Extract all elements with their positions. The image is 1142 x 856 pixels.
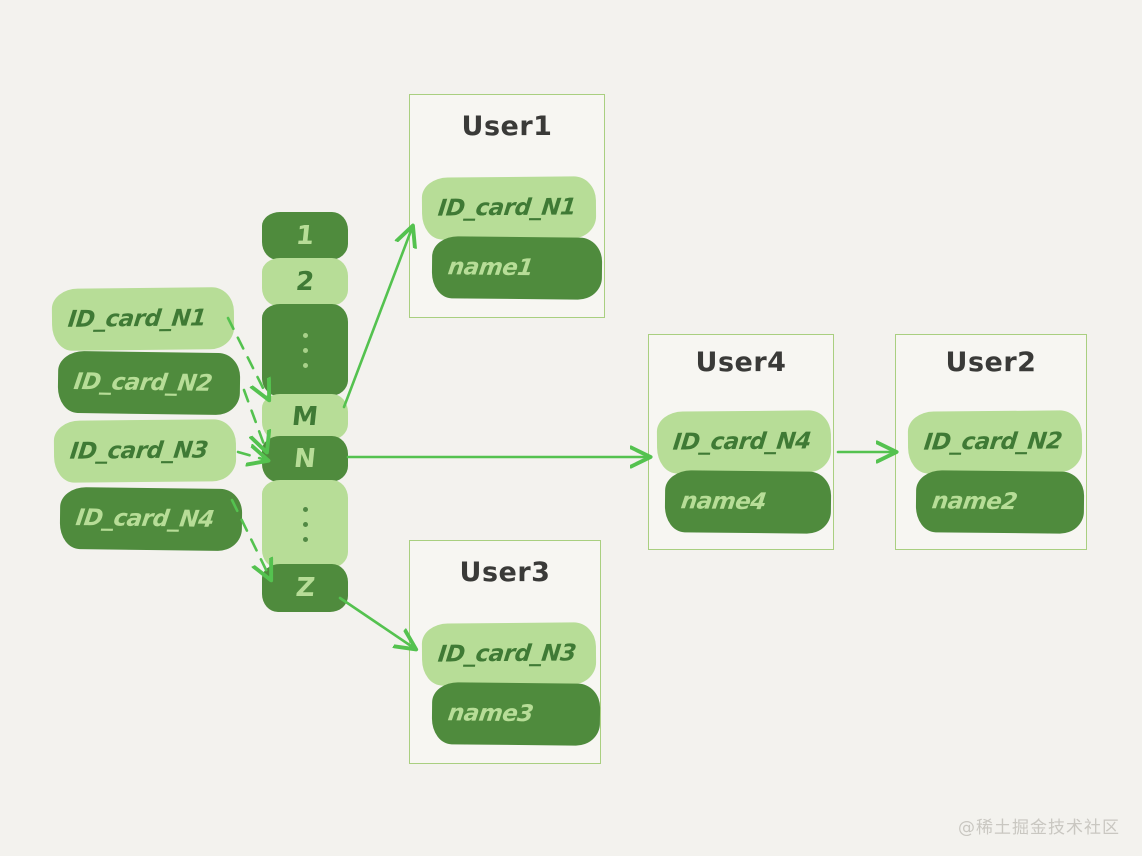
ellipsis-dot [302,347,308,353]
card-name-label: name3 [446,700,535,728]
card-id-label: ID_card_N3 [436,640,578,668]
record-pill-4: ID_card_N4 [59,486,243,552]
index-cell-m: M [262,394,348,440]
index-cell-ellipsis-lower [262,480,348,568]
card-name-pill: name4 [664,470,832,534]
ellipsis-dot [302,506,308,512]
card-id-label: ID_card_N4 [671,428,813,456]
card-id-pill: ID_card_N3 [421,622,597,686]
index-cell-label: 2 [294,267,316,297]
ellipsis-dot [302,536,308,542]
card-title: User4 [695,347,787,378]
connector-bucket-z-to-user3 [338,596,414,648]
user-card-user3: User3 ID_card_N3 name3 [409,540,601,764]
card-id-label: ID_card_N2 [922,428,1064,456]
index-cell-2: 2 [262,258,348,306]
record-label: ID_card_N1 [66,305,208,333]
card-title: User2 [945,347,1037,378]
card-title: User1 [461,111,553,142]
index-cell-label: 1 [294,221,316,251]
ellipsis-dot [302,362,308,368]
record-pill-3: ID_card_N3 [53,419,237,483]
index-cell-1: 1 [262,212,348,260]
index-cell-label: Z [294,573,316,603]
card-id-pill: ID_card_N4 [656,410,832,474]
card-id-pill: ID_card_N1 [421,176,597,240]
index-cell-z: Z [262,564,348,612]
connector-bucket-m-to-user1 [342,228,412,409]
watermark: @稀土掘金技术社区 [958,818,1120,838]
user-card-user1: User1 ID_card_N1 name1 [409,94,605,318]
card-name-pill: name2 [915,470,1085,534]
index-cell-label: N [292,444,318,474]
user-card-user4: User4 ID_card_N4 name4 [648,334,834,550]
card-name-label: name1 [446,254,535,282]
card-id-pill: ID_card_N2 [907,410,1083,474]
record-label: ID_card_N2 [72,368,214,397]
record-pill-2: ID_card_N2 [57,350,241,416]
card-name-pill: name3 [431,682,601,746]
record-pill-1: ID_card_N1 [51,287,235,351]
ellipsis-dot [302,521,308,527]
card-name-label: name4 [679,488,768,516]
index-cell-ellipsis-upper [262,304,348,396]
user-card-user2: User2 ID_card_N2 name2 [895,334,1087,550]
index-cell-n: N [262,436,348,482]
index-cell-label: M [290,402,320,432]
card-title: User3 [459,557,551,588]
card-id-label: ID_card_N1 [436,194,578,222]
ellipsis-dot [302,332,308,338]
record-label: ID_card_N3 [68,437,210,465]
card-name-label: name2 [930,488,1019,516]
record-label: ID_card_N4 [74,505,216,533]
card-name-pill: name1 [431,236,603,300]
